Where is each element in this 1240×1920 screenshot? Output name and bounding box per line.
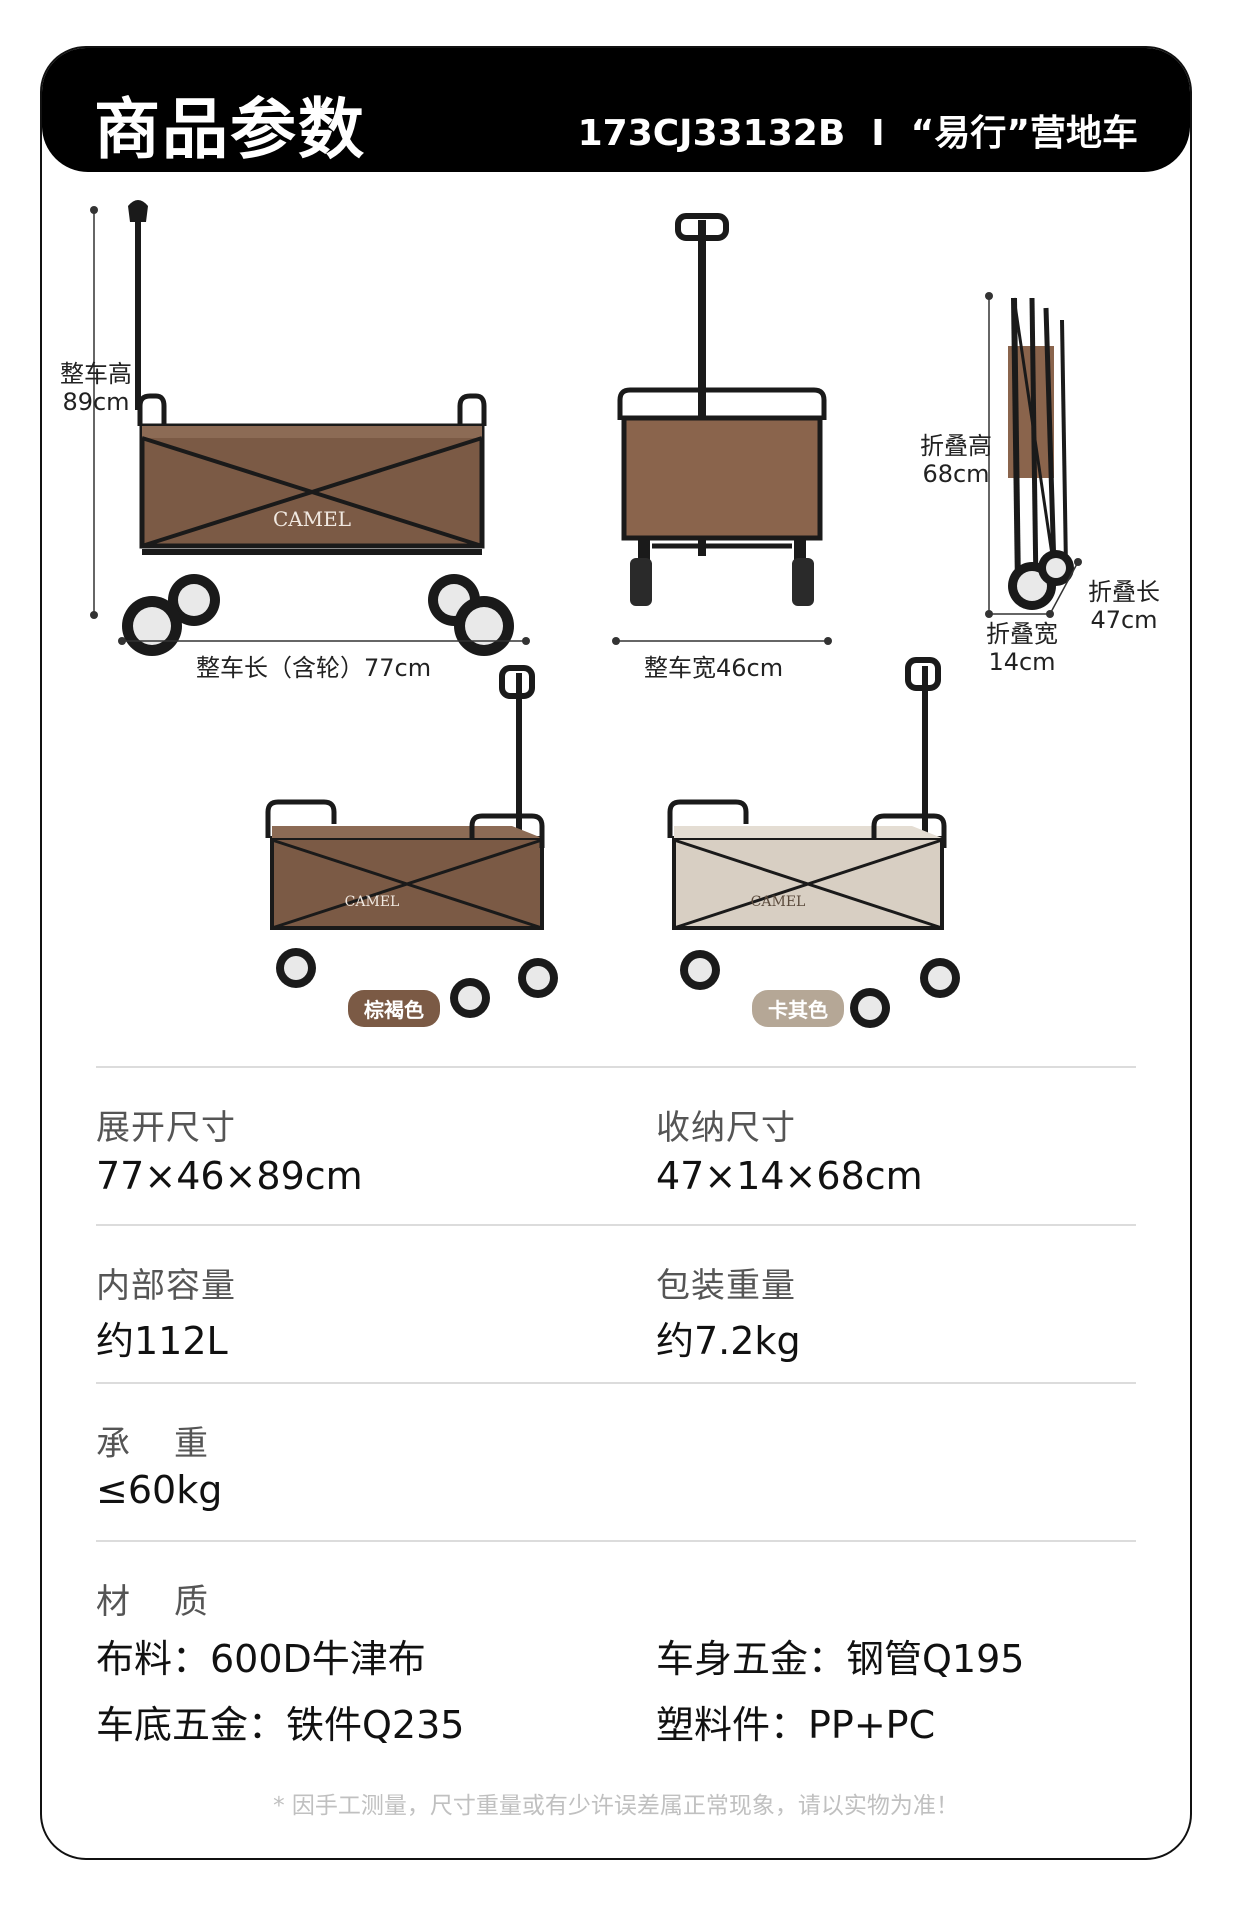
- folded-wagon: [985, 292, 1082, 618]
- divider: [96, 1540, 1136, 1542]
- product-spec-card: 商品参数 173CJ33132B I “易行”营地车 CAMEL: [40, 46, 1192, 1860]
- folded-height-value: 68cm: [922, 460, 990, 488]
- height-label-text: 整车高: [60, 360, 132, 388]
- product-model: 173CJ33132B I “易行”营地车: [578, 104, 1138, 156]
- base-metal-value: 车底五金：铁件Q235: [96, 1703, 465, 1747]
- material-label: 材质: [96, 1582, 252, 1622]
- divider: [96, 1066, 1136, 1068]
- svg-text:CAMEL: CAMEL: [345, 894, 400, 910]
- product-illustrations: CAMEL: [90, 200, 1082, 1028]
- product-name: “易行”营地车: [910, 113, 1138, 154]
- fabric-value: 布料：600D牛津布: [96, 1637, 426, 1681]
- color-tag-khaki[interactable]: 卡其色: [752, 990, 844, 1027]
- weight-value: 约7.2kg: [656, 1319, 801, 1363]
- folded-length-label: 折叠长 47cm: [1088, 578, 1160, 634]
- height-label: 整车高 89cm: [60, 360, 132, 416]
- height-value: 89cm: [62, 388, 130, 416]
- color-tag-brown[interactable]: 棕褐色: [348, 990, 440, 1027]
- body-metal-value: 车身五金：钢管Q195: [656, 1637, 1025, 1681]
- measurement-footnote: * 因手工测量，尺寸重量或有少许误差属正常现象，请以实物为准！: [273, 1793, 959, 1819]
- model-number: 173CJ33132B: [577, 113, 846, 154]
- svg-text:CAMEL: CAMEL: [273, 507, 351, 531]
- storage-size-label: 收纳尺寸: [656, 1108, 796, 1148]
- folded-width-label-text: 折叠宽: [986, 620, 1058, 648]
- folded-height-label-text: 折叠高: [920, 432, 992, 460]
- front-view-wagon: [612, 213, 832, 645]
- folded-height-label: 折叠高 68cm: [920, 432, 992, 488]
- capacity-label: 内部容量: [96, 1266, 236, 1306]
- weight-label: 包装重量: [656, 1266, 796, 1306]
- plastic-value: 塑料件：PP+PC: [656, 1703, 936, 1747]
- length-label: 整车长（含轮）77cm: [196, 654, 432, 682]
- header-bar: 商品参数 173CJ33132B I “易行”营地车: [42, 48, 1190, 172]
- folded-width-value: 14cm: [988, 648, 1056, 676]
- divider: [96, 1382, 1136, 1384]
- capacity-value: 约112L: [96, 1319, 228, 1363]
- storage-size-value: 47×14×68cm: [656, 1154, 923, 1198]
- divider: [96, 1224, 1136, 1226]
- unfold-size-value: 77×46×89cm: [96, 1154, 363, 1198]
- svg-text:CAMEL: CAMEL: [751, 894, 806, 910]
- khaki-variant-wagon: CAMEL: [667, 657, 960, 1028]
- page-title: 商品参数: [94, 91, 366, 168]
- folded-length-value: 47cm: [1090, 606, 1158, 634]
- folded-width-label: 折叠宽 14cm: [986, 620, 1058, 676]
- load-value: ≤60kg: [96, 1468, 223, 1512]
- folded-length-label-text: 折叠长: [1088, 578, 1160, 606]
- width-label: 整车宽46cm: [644, 654, 784, 682]
- side-view-wagon: CAMEL: [90, 200, 530, 656]
- separator: I: [871, 113, 885, 154]
- brown-variant-wagon: CAMEL: [265, 665, 558, 1018]
- unfold-size-label: 展开尺寸: [96, 1108, 236, 1148]
- load-label: 承重: [96, 1424, 252, 1464]
